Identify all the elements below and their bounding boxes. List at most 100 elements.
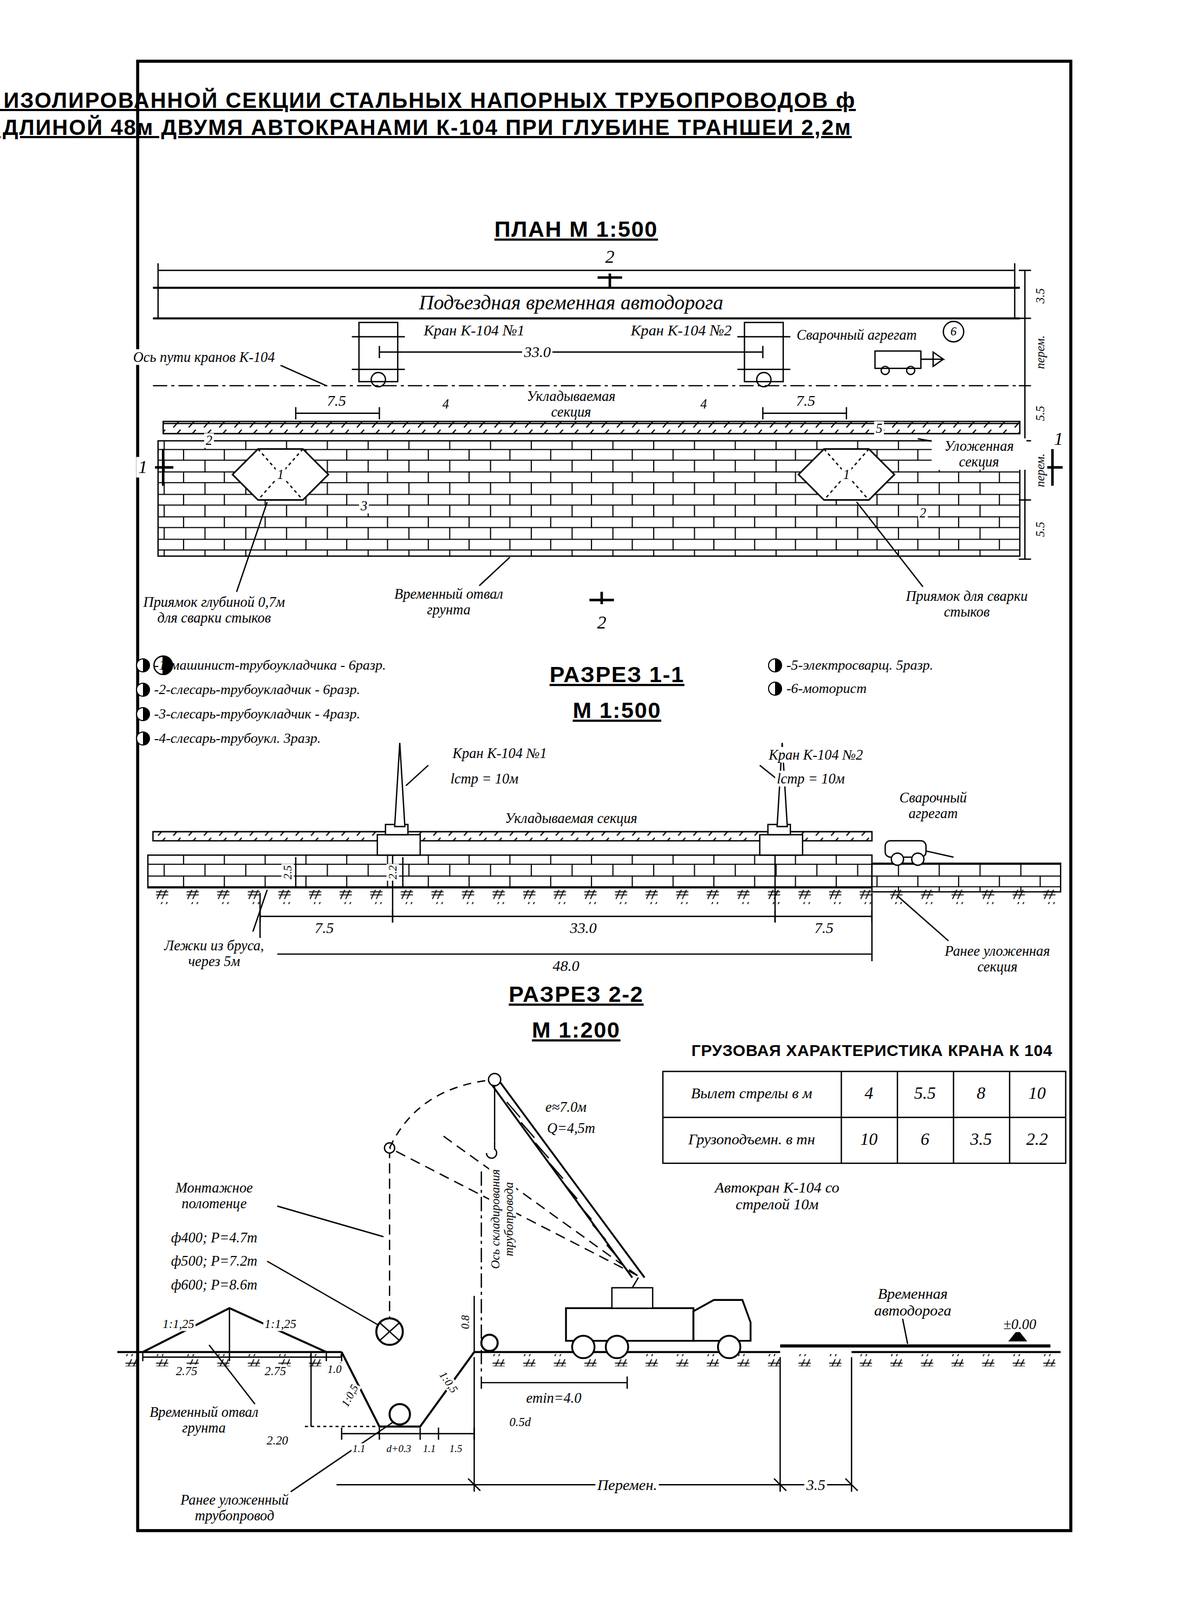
drawing-label: 2: [602, 246, 617, 268]
section-heading: ПЛАН М 1:500: [491, 217, 661, 243]
drawing-label: 2: [204, 433, 214, 448]
plan-view-part: [378, 345, 380, 359]
drawing-label: 10: [857, 1129, 880, 1149]
section-1-1-part: [259, 953, 873, 955]
legend-symbol: [134, 730, 152, 747]
plan-view-part: [379, 351, 763, 353]
plan-view-part: [280, 365, 327, 386]
section-2-2-part: [488, 1072, 502, 1086]
drawing-label: Временный отвал грунта: [146, 1403, 262, 1436]
plan-view-part: [257, 449, 303, 500]
drawing-label: emin=4.0: [524, 1389, 583, 1405]
drawing-label: 10: [1026, 1083, 1049, 1103]
legend-row: -3-слесарь-трубоукладчик - 4разр.: [134, 705, 361, 722]
section-2-2-part: [480, 1171, 482, 1372]
section-2-2-part: [474, 1356, 852, 1492]
plan-view-part: [920, 352, 943, 367]
drawing-label: 1.1: [351, 1442, 367, 1454]
plan-view-part: [152, 317, 1020, 320]
section-1-1-part: [872, 862, 1061, 892]
legend-symbol: [134, 681, 152, 698]
plan-view-part: [943, 321, 965, 342]
drawing-label: Приямок для сварки стыков: [888, 588, 1046, 620]
section-2-2-part: [662, 1070, 1066, 1163]
drawing-label: 2.75: [174, 1363, 199, 1378]
section-1-1-part: [759, 834, 803, 856]
legend-circle-fill: [142, 682, 150, 696]
drawing-label: 1: [135, 457, 150, 478]
drawing-label: Ранее уложенный трубопровод: [161, 1491, 308, 1524]
drawing-label: 2.5: [281, 863, 295, 881]
drawing-label: d+0.3: [385, 1442, 413, 1454]
drawing-label: ±0.00: [1001, 1315, 1038, 1332]
plan-view-part: [479, 556, 510, 586]
drawing-label: 1:1,25: [161, 1317, 197, 1331]
table-heading: ГРУЗОВАЯ ХАРАКТЕРИСТИКА КРАНА К 104: [689, 1041, 1055, 1060]
plan-view-part: [232, 449, 329, 500]
legend-circle: [136, 682, 150, 696]
section-1-1-part: [377, 834, 421, 856]
section-2-2-part: [571, 1335, 595, 1358]
drawing-label: перем.: [1033, 333, 1047, 371]
drawing-label: 7.5: [794, 392, 817, 409]
drawing-label: Укладываемая секция: [503, 810, 640, 826]
drawing-label: Кран К-104 №1: [421, 322, 527, 340]
drawing-label: 8: [974, 1083, 988, 1103]
plan-view-part: [589, 591, 614, 604]
plan-view-part: [157, 263, 159, 319]
drawing-label: 3.5: [804, 1476, 828, 1494]
section-2-2-part: [388, 1147, 390, 1319]
plan-view-part: [762, 406, 764, 420]
plan-view-part: [158, 269, 1016, 271]
section-2-2-part: [228, 1307, 230, 1352]
legend-symbol: [134, 705, 152, 722]
drawing-label: Укладываемая секция: [513, 388, 629, 420]
legend-circle: [136, 731, 150, 745]
drawing-label: Вылет стрелы в м: [665, 1084, 838, 1102]
drawing-label: 2: [594, 612, 609, 633]
section-1-1-part: [891, 852, 904, 865]
section-2-2-part: [489, 1081, 633, 1278]
drawing-label: перем.: [1033, 451, 1047, 489]
drawing-label: Кран К-104 №2: [628, 322, 734, 340]
legend-row: -1-машинист-трубоукладчика - 6разр.: [134, 656, 387, 674]
section-2-2-part: [486, 1140, 497, 1159]
section-2-2-part: [142, 1307, 327, 1352]
section-2-2-part: [1009, 1330, 1026, 1341]
drawing-label: Q=4,5т: [545, 1120, 597, 1136]
section-2-2-part: [506, 1101, 621, 1260]
legend-row: -2-слесарь-трубоукладчик - 6разр.: [134, 681, 361, 698]
drawing-label: lстр = 10м: [448, 770, 520, 786]
plan-view-part: [371, 372, 386, 387]
section-heading: М 1:200: [529, 1017, 623, 1043]
plan-view-part: [352, 368, 406, 370]
section-2-2-part: [779, 1343, 1051, 1348]
section-1-1-part: [911, 852, 925, 865]
section-1-1-part: [897, 895, 949, 941]
section-2-2-part: [481, 1381, 628, 1383]
plan-view-part: [295, 406, 297, 420]
legend-text: -5-электросварщ. 5разр.: [786, 656, 934, 674]
plan-view-part: [737, 368, 791, 370]
drawing-label: Лежки из бруса, через 5м: [151, 937, 277, 969]
plan-view: [152, 263, 1063, 604]
drawing-title: СХЕМА УКЛАДКИ ИЗОЛИРОВАННОЙ СЕКЦИИ СТАЛЬ…: [0, 86, 863, 141]
plan-view-part: [1024, 270, 1026, 559]
section-2-2: [117, 1070, 1066, 1492]
plan-view-part: [236, 502, 268, 592]
section-1-1-part: [295, 856, 297, 888]
drawing-label: ф600; Р=8.6т: [168, 1276, 259, 1292]
legend-circle-fill: [142, 707, 150, 721]
plan-view-part: [1013, 263, 1016, 319]
sheet-border: [137, 61, 1071, 1531]
section-1-1-part: [926, 850, 954, 857]
legend-text: -3-слесарь-трубоукладчик - 4разр.: [154, 705, 361, 722]
drawing-label: 1: [841, 466, 852, 482]
section-2-2-part: [379, 1322, 400, 1341]
drawing-label: Перемен.: [595, 1476, 659, 1494]
section-2-2-part: [493, 1085, 496, 1141]
section-2-2-part: [499, 1081, 645, 1278]
drawing-label: Временная автодорога: [844, 1284, 981, 1318]
section-2-2-part: [662, 1116, 1066, 1118]
drawing-label: 33.0: [568, 919, 599, 937]
